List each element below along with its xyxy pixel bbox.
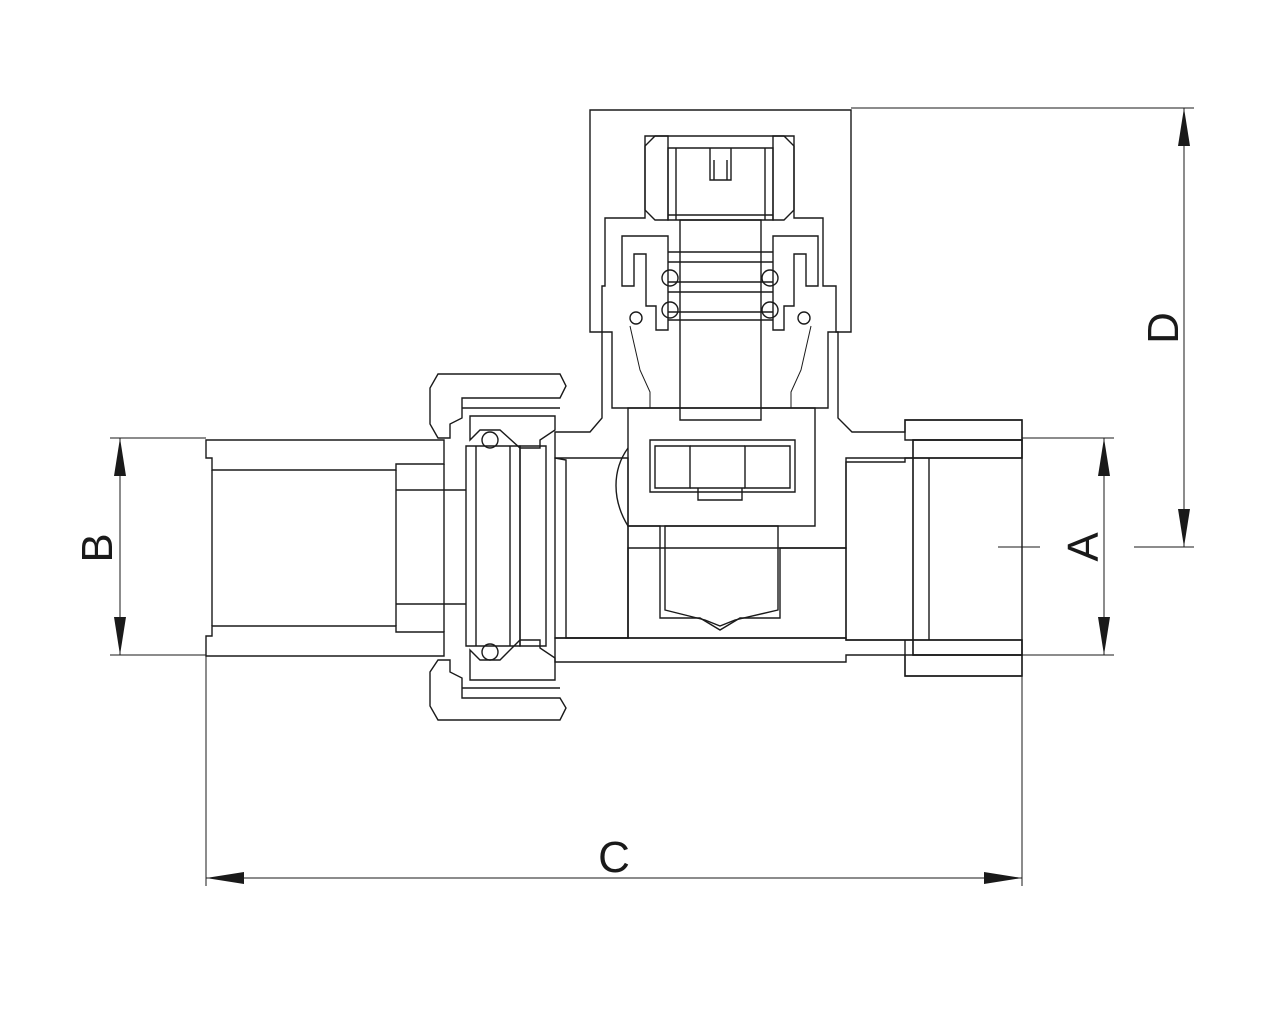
dimension-label-d: D <box>1139 312 1188 344</box>
union-o-rings <box>481 431 499 661</box>
spindle-o-rings <box>629 269 811 325</box>
gland-bonnet <box>621 135 819 331</box>
body-passage-left <box>554 457 629 639</box>
dimension-b: B <box>73 437 206 656</box>
dimension-label-b: B <box>73 533 122 562</box>
dimension-a: A <box>998 437 1114 656</box>
tailpiece <box>205 439 466 657</box>
dimension-label-c: C <box>598 833 630 882</box>
handle-cap <box>589 109 852 333</box>
union-nut <box>429 373 567 721</box>
spindle-head <box>667 147 774 221</box>
dimension-d: D <box>851 107 1194 548</box>
valve-disc <box>615 439 796 627</box>
union-tail <box>465 415 556 681</box>
right-port <box>845 419 1023 677</box>
spindle-shaft <box>668 219 773 421</box>
valve-body <box>554 331 1023 677</box>
dimension-c: C <box>205 656 1023 886</box>
retaining-clips <box>629 325 812 408</box>
dimension-label-a: A <box>1059 532 1108 562</box>
